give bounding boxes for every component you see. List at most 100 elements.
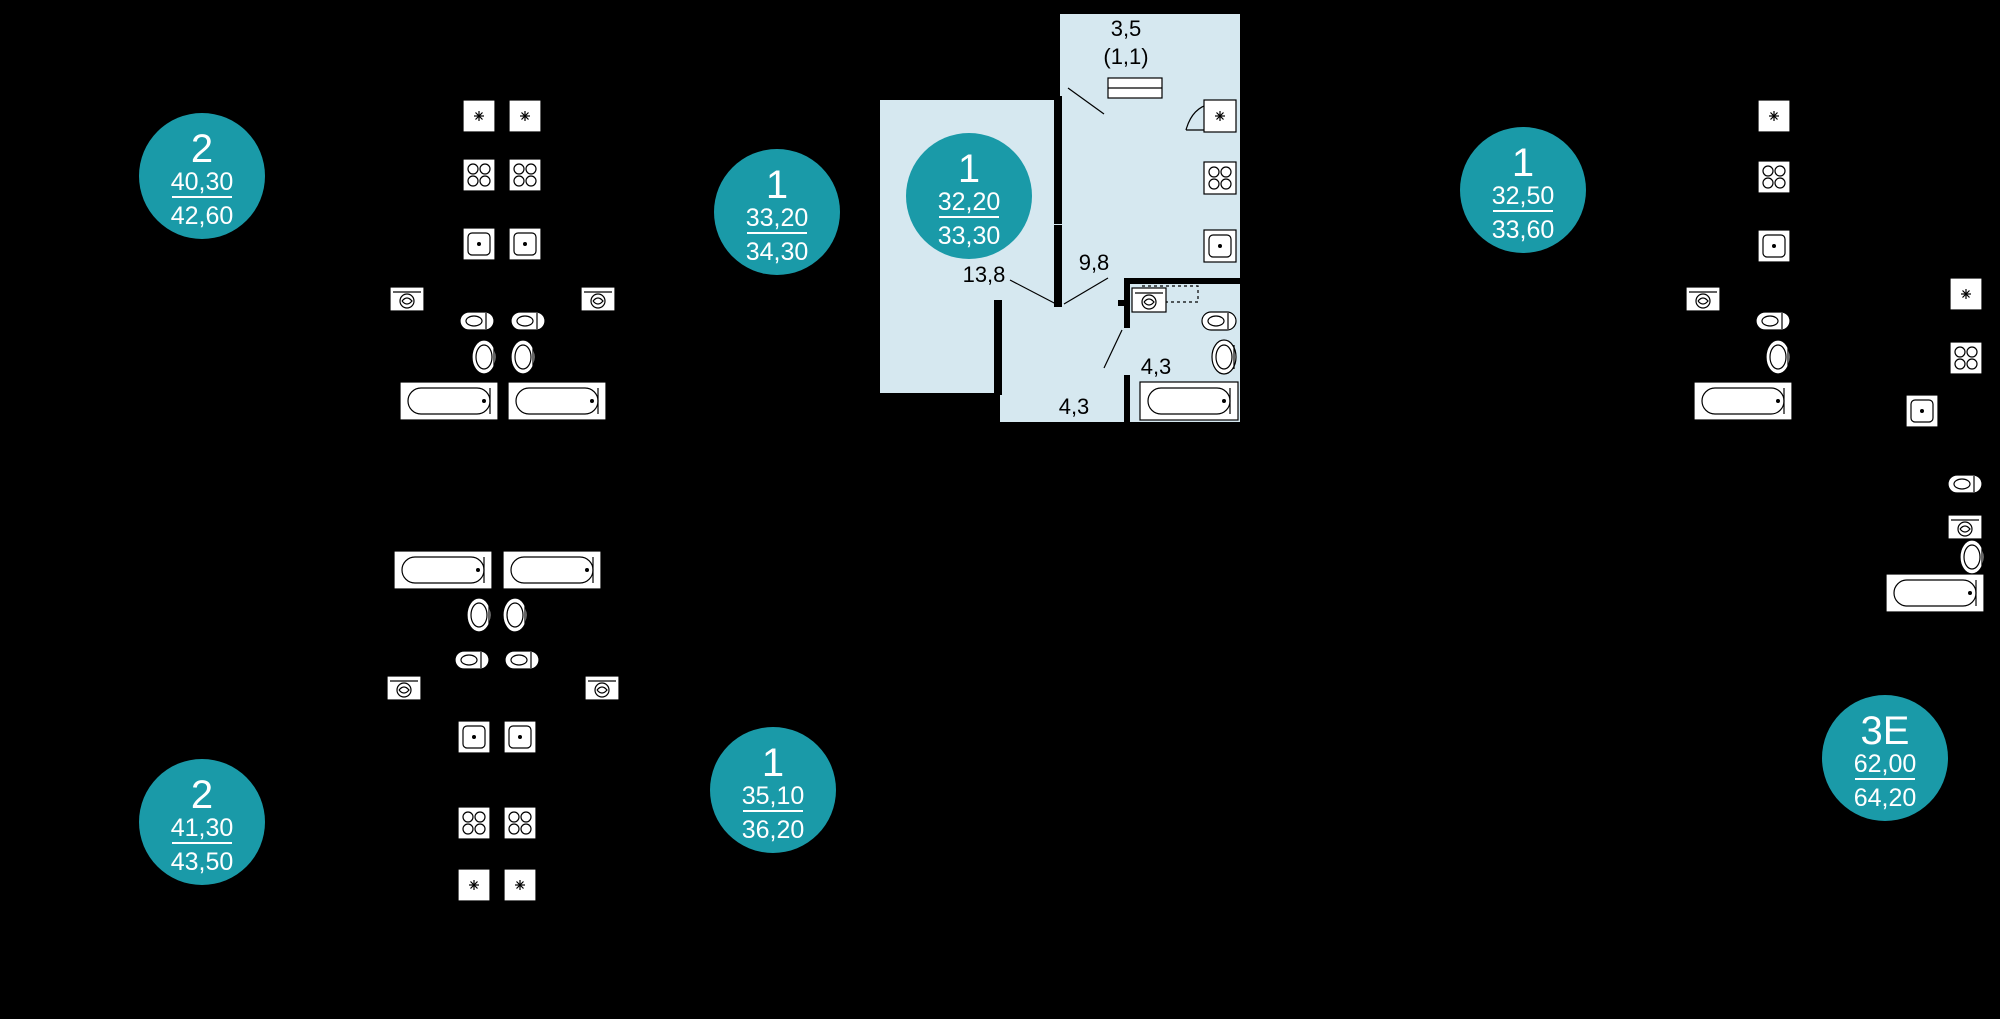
toilet-icon (1201, 311, 1237, 331)
washbasin-icon (502, 597, 528, 633)
washing-machine-icon (580, 286, 616, 312)
apartment-badge-6[interactable]: 1 35,10 36,20 (710, 727, 836, 853)
stove-icon (462, 158, 496, 192)
fridge-icon (1757, 99, 1791, 133)
wall (1054, 225, 1062, 307)
stove-icon (1757, 160, 1791, 194)
washing-machine-icon (389, 286, 425, 312)
badge-total-area: 33,30 (938, 222, 1001, 250)
badge-circle (1460, 127, 1586, 253)
bathtub-icon (399, 381, 499, 421)
badge-total-area: 33,60 (1492, 216, 1555, 244)
toilet-icon (510, 311, 546, 331)
wall (994, 300, 1002, 395)
bathtub-icon (1693, 381, 1793, 421)
badge-circle (1822, 695, 1948, 821)
badge-living-area: 40,30 (171, 168, 234, 196)
kitchen-sink-icon (1905, 394, 1939, 428)
washbasin-icon (1211, 339, 1237, 375)
bathtub-icon (502, 550, 602, 590)
toilet-icon (454, 650, 490, 670)
badge-living-area: 32,50 (1492, 182, 1555, 210)
washbasin-icon (1765, 339, 1791, 375)
kitchen-area-label: 9,8 (1079, 250, 1110, 275)
kitchen-sink-icon (1203, 229, 1237, 263)
stove-icon (457, 806, 491, 840)
kitchen-sink-icon (457, 720, 491, 754)
apartment-badge-3[interactable]: 1 32,20 33,30 (906, 133, 1032, 259)
fridge-icon (462, 99, 496, 133)
apartment-badge-2[interactable]: 1 33,20 34,30 (714, 149, 840, 275)
fridge-icon (457, 868, 491, 902)
kitchen-sink-icon (462, 227, 496, 261)
badge-rooms: 2 (191, 127, 213, 171)
badge-rooms: 2 (191, 773, 213, 817)
stove-icon (508, 158, 542, 192)
stove-icon (503, 806, 537, 840)
badge-rooms: 1 (1512, 141, 1534, 185)
leader-line-kitchen (1063, 277, 1109, 305)
bathtub-icon (507, 381, 607, 421)
wall (1240, 100, 1244, 422)
fridge-icon (1203, 99, 1237, 133)
living-room-area-label: 13,8 (963, 262, 1006, 287)
balcony-room (1060, 14, 1240, 78)
badge-living-area: 32,20 (938, 188, 1001, 216)
badge-circle (139, 113, 265, 239)
apartment-badge-5[interactable]: 2 41,30 43,50 (139, 759, 265, 885)
washing-machine-icon (1947, 514, 1983, 540)
wall (1118, 300, 1130, 306)
badge-living-area: 35,10 (742, 782, 805, 810)
washing-machine-icon (584, 675, 620, 701)
fridge-icon (1949, 277, 1983, 311)
wall (1124, 278, 1240, 284)
bathtub-icon (1885, 573, 1985, 613)
badge-rooms: 1 (766, 163, 788, 207)
balcony-reduced-area-label: (1,1) (1103, 44, 1148, 69)
badge-living-area: 41,30 (171, 814, 234, 842)
washing-machine-icon (1685, 286, 1721, 312)
toilet-icon (1755, 311, 1791, 331)
leader-line-hallway (1103, 329, 1123, 369)
badge-circle (710, 727, 836, 853)
balcony-area-label: 3,5 (1111, 16, 1142, 41)
stove-icon (1949, 341, 1983, 375)
apartment-badge-1[interactable]: 2 40,30 42,60 (139, 113, 265, 239)
badge-total-area: 43,50 (171, 848, 234, 876)
toilet-icon (504, 650, 540, 670)
kitchen-sink-icon (508, 227, 542, 261)
bathtub-icon (393, 550, 493, 590)
fridge-icon (503, 868, 537, 902)
door-swing (1067, 87, 1105, 115)
badge-total-area: 42,60 (171, 202, 234, 230)
washing-machine-icon (386, 675, 422, 701)
stove-icon (1203, 161, 1237, 195)
badge-rooms: 3E (1861, 709, 1910, 753)
washing-machine-icon (1131, 287, 1167, 313)
bathtub-icon (1139, 381, 1239, 421)
badge-living-area: 62,00 (1854, 750, 1917, 778)
kitchen-sink-icon (503, 720, 537, 754)
fridge-icon (508, 99, 542, 133)
badge-living-area: 33,20 (746, 204, 809, 232)
washbasin-icon (1959, 539, 1985, 575)
wall (1054, 96, 1062, 224)
toilet-icon (1947, 474, 1983, 494)
badge-total-area: 64,20 (1854, 784, 1917, 812)
hallway-area-label: 4,3 (1059, 394, 1090, 419)
wall (1124, 375, 1130, 422)
badge-circle (906, 133, 1032, 259)
apartment-badge-4[interactable]: 1 32,50 33,60 (1460, 127, 1586, 253)
washbasin-icon (466, 597, 492, 633)
badge-rooms: 1 (958, 147, 980, 191)
kitchen-sink-icon (1757, 229, 1791, 263)
badge-rooms: 1 (762, 741, 784, 785)
toilet-icon (459, 311, 495, 331)
bathroom-area-label: 4,3 (1141, 354, 1172, 379)
leader-line-living (1009, 279, 1059, 306)
washbasin-icon (510, 339, 536, 375)
apartment-badge-7[interactable]: 3E 62,00 64,20 (1822, 695, 1948, 821)
badge-circle (139, 759, 265, 885)
badge-total-area: 36,20 (742, 816, 805, 844)
